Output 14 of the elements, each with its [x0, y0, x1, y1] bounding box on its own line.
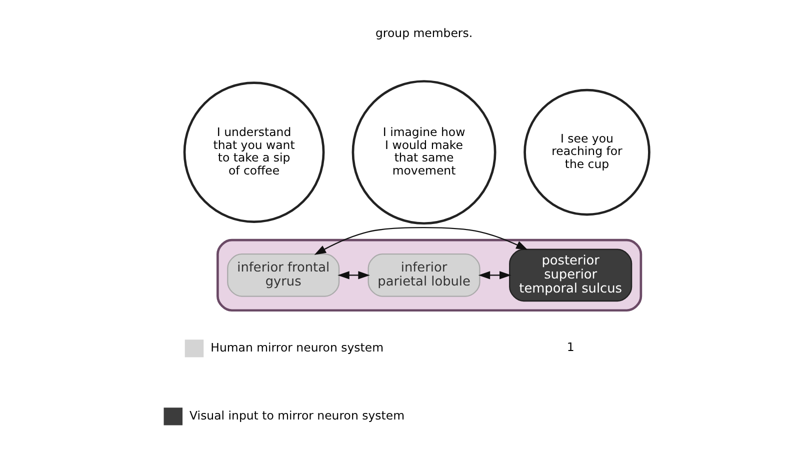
label: group members.	[375, 26, 473, 40]
node-circle: I imagine how I would make that same movement	[352, 80, 496, 225]
cluster	[216, 238, 642, 312]
node-box: posterior superior temporal sulcus	[509, 248, 632, 302]
node-box: inferior frontal gyrus	[227, 254, 340, 297]
legend-label: Human mirror neuron system	[210, 340, 384, 354]
arrow	[314, 227, 528, 255]
node-circle: I see you reaching for the cup	[524, 88, 650, 216]
arrow	[478, 271, 512, 280]
node-box: inferior parietal lobule	[368, 254, 480, 297]
legend-label: Visual input to mirror neuron system	[190, 408, 404, 422]
label: 1	[566, 340, 574, 354]
arrow	[338, 271, 370, 280]
node-circle: I understand that you want to take a sip of coffee	[183, 82, 325, 223]
